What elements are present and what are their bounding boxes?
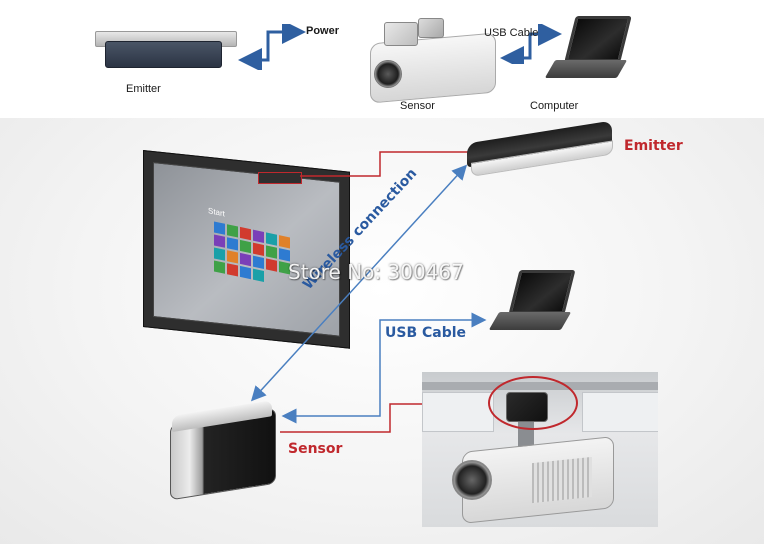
sensor-small-device-rear [418, 18, 444, 38]
laptop-large-screen [508, 270, 576, 314]
laptop-small-screen [564, 16, 632, 62]
laptop-large [486, 268, 576, 340]
usb-cable-arrow-main [281, 312, 487, 424]
start-screen-title: Start [208, 205, 225, 219]
label-sensor-main: Sensor [288, 441, 343, 457]
label-power: Power [306, 25, 340, 37]
label-usb-cable-top: USB Cable [484, 27, 539, 39]
projector-vent [532, 456, 592, 504]
sensor-highlight-circle [488, 376, 578, 430]
sensor-small-device [384, 22, 418, 46]
power-double-arrow [238, 24, 306, 70]
laptop-large-keyboard [488, 312, 572, 330]
usb-cable-double-arrow-top [500, 24, 562, 64]
emitter-small-device [105, 41, 222, 68]
label-usb-cable-main: USB Cable [385, 325, 467, 341]
sensor-callout-line [280, 403, 426, 433]
projector-lens [452, 460, 492, 500]
projector-photo [422, 372, 658, 527]
label-emitter-main: Emitter [624, 138, 683, 154]
label-computer: Computer [530, 100, 579, 112]
projector-lens-small [374, 60, 402, 88]
sensor-device [170, 400, 276, 501]
label-sensor-top: Sensor [400, 100, 435, 112]
laptop-small [544, 16, 632, 90]
laptop-small-keyboard [544, 60, 628, 78]
store-watermark: Store No: 300467 [288, 260, 464, 284]
label-emitter-top: Emitter [126, 83, 161, 95]
